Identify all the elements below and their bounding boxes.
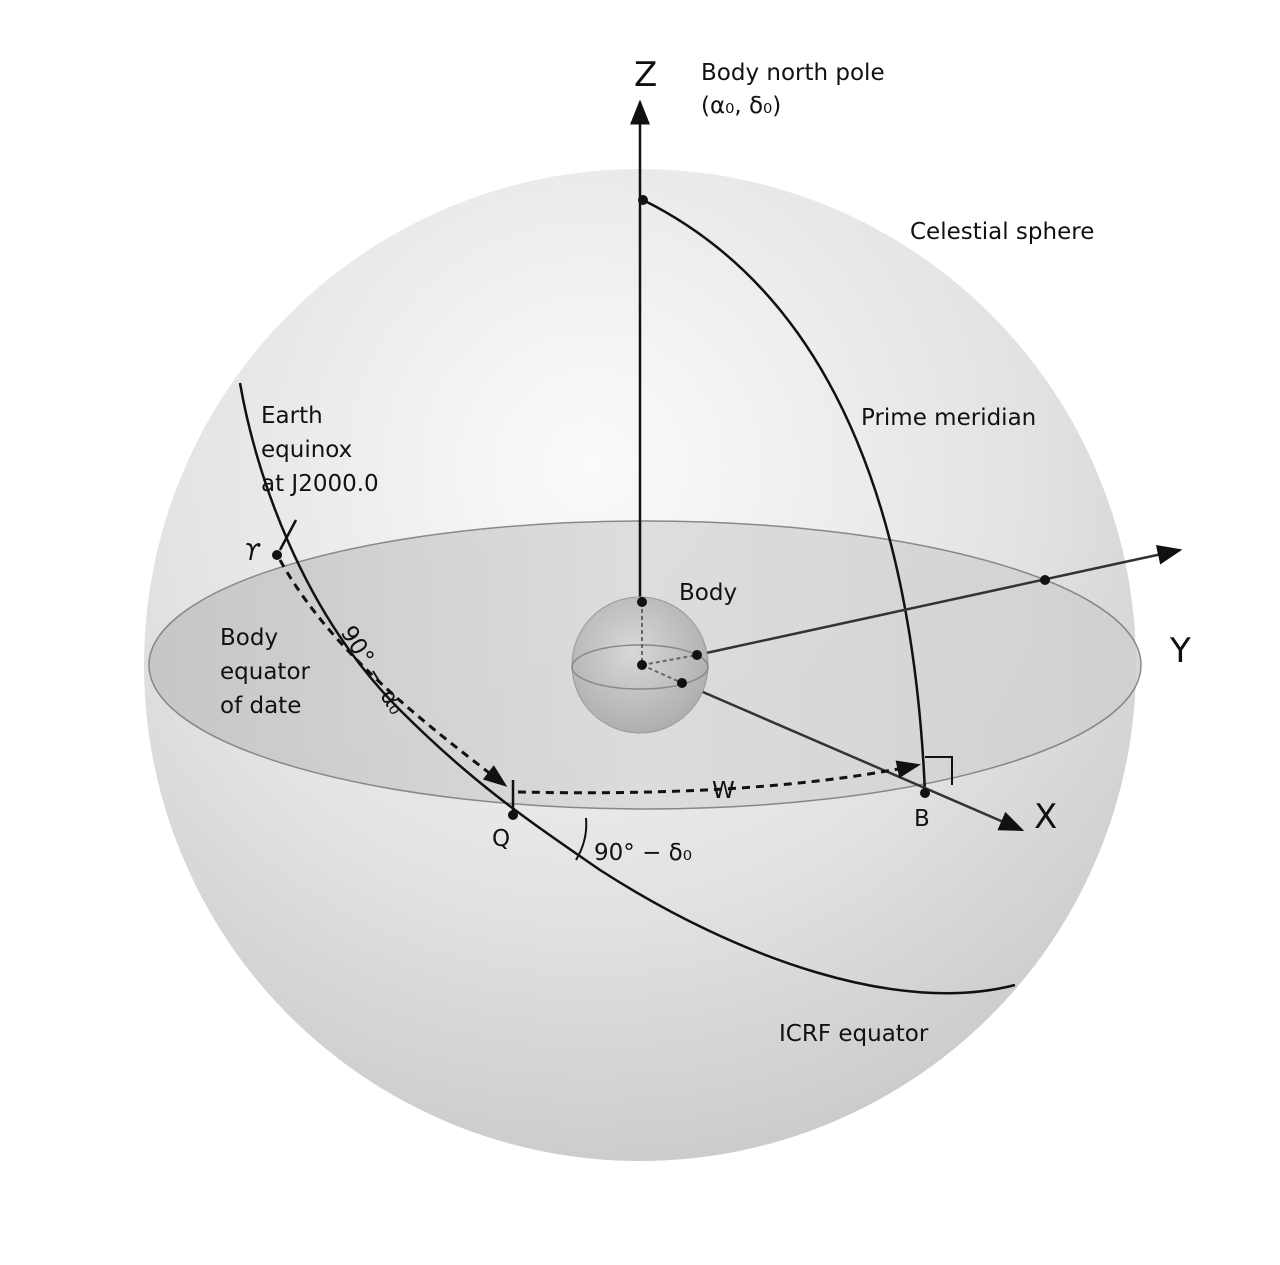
y-axis [696,545,1183,657]
equinox-label-2: equinox [261,437,352,463]
prime-meridian-arc [642,198,927,794]
equinox-label-3: at J2000.0 [261,471,379,497]
y-axis-label: Y [1169,631,1191,671]
right-angle-marker [925,756,953,785]
body-center-point [637,660,647,670]
body-equator-label-2: equator [220,659,311,685]
alpha-dashed-arc [278,559,508,787]
w-label: W [712,778,735,804]
body-x-point [677,678,687,688]
equinox-label-1: Earth [261,403,323,429]
x-axis [681,681,1025,832]
pole-label: Body north pole [701,60,885,86]
b-label: B [914,806,930,832]
z-axis-label: Z [634,55,657,95]
body-equator-label-1: Body [220,625,278,651]
equinox-tick [278,519,298,551]
body-pole-point [637,597,647,607]
pole-coords-label: (α₀, δ₀) [701,93,781,119]
q-label: Q [492,826,510,852]
delta-angle-label: 90° − δ₀ [594,840,692,866]
body-equator-label-3: of date [220,693,301,719]
body-y-point [692,650,702,660]
body-label: Body [679,580,737,606]
pole-point [638,195,648,205]
delta-angle-arc [575,817,588,861]
w-dashed-arc [517,760,921,795]
y-axis-point [1040,575,1050,585]
points [272,195,1050,820]
body-equator [571,644,709,690]
x-axis-label: X [1034,797,1057,837]
equinox-symbol: ϒ [244,540,262,566]
body-internal-axes [641,602,698,684]
prime-meridian-label: Prime meridian [861,405,1036,431]
b-point [920,788,930,798]
icrf-equator-label: ICRF equator [779,1021,929,1047]
equinox-point [272,550,282,560]
celestial-sphere-label: Celestial sphere [910,219,1094,245]
q-point [508,810,518,820]
